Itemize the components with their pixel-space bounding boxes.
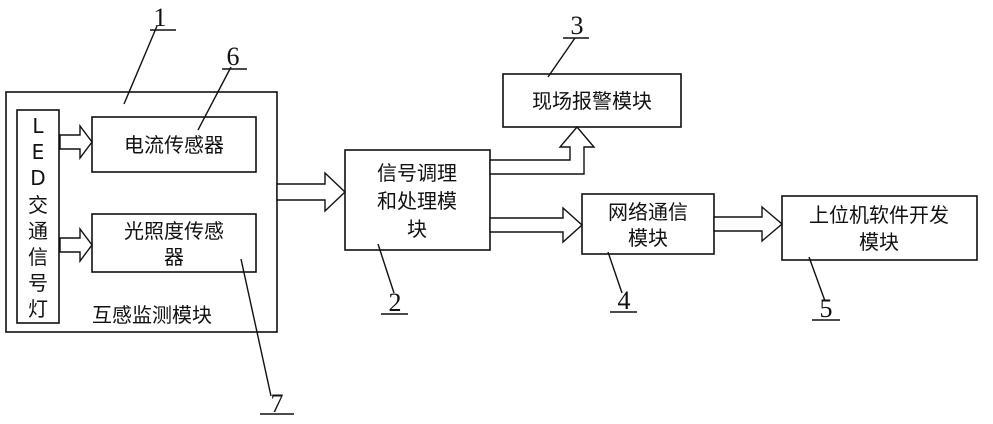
led-traffic-light-box bbox=[16, 109, 60, 324]
led-char-4: 通 bbox=[28, 219, 48, 243]
led-to-current-arrow bbox=[59, 123, 93, 161]
led-to-light-arrow bbox=[59, 226, 93, 264]
callout-2: 2 bbox=[377, 243, 408, 317]
signal-processing-label-line3: 块 bbox=[407, 217, 427, 241]
light-sensor-box bbox=[91, 213, 257, 273]
light-sensor-label-line2: 器 bbox=[164, 245, 184, 269]
network-to-upper-arrow bbox=[713, 205, 784, 243]
callout-number-1: 1 bbox=[154, 3, 167, 32]
callout-7: 7 bbox=[240, 258, 294, 418]
callout-6: 6 bbox=[197, 42, 247, 131]
led-char-0: L bbox=[32, 114, 44, 138]
led-char-2: D bbox=[30, 166, 45, 190]
current-sensor-label: 电流传感器 bbox=[124, 133, 224, 157]
network-module-label-line1: 网络通信 bbox=[608, 200, 688, 224]
led-char-6: 号 bbox=[28, 271, 48, 295]
led-char-7: 灯 bbox=[28, 297, 48, 321]
signal-processing-label-line1: 信号调理 bbox=[377, 161, 457, 185]
callout-number-4: 4 bbox=[618, 286, 631, 315]
callout-5: 5 bbox=[808, 256, 840, 323]
signal-to-network-arrow bbox=[489, 206, 584, 244]
light-sensor-label-line1: 光照度传感 bbox=[124, 219, 224, 243]
network-module-label-line2: 模块 bbox=[628, 226, 668, 250]
monitor-to-signal-arrow bbox=[276, 171, 347, 213]
callout-number-2: 2 bbox=[389, 288, 402, 317]
callout-number-5: 5 bbox=[820, 294, 833, 323]
signal-to-alarm-arrow bbox=[489, 125, 596, 175]
callout-number-6: 6 bbox=[227, 42, 240, 71]
callout-number-3: 3 bbox=[571, 11, 584, 40]
upper-computer-box bbox=[781, 195, 978, 261]
led-char-3: 交 bbox=[28, 193, 48, 217]
alarm-module-label: 现场报警模块 bbox=[532, 89, 652, 113]
callout-3: 3 bbox=[547, 11, 589, 78]
mutual-monitor-module-label: 互感监测模块 bbox=[92, 303, 212, 327]
current-sensor-box bbox=[91, 116, 257, 173]
signal-processing-box bbox=[344, 149, 491, 251]
upper-computer-label-line2: 模块 bbox=[859, 230, 899, 254]
signal-processing-label-line2: 和处理模 bbox=[377, 189, 457, 213]
callout-number-7: 7 bbox=[271, 389, 284, 418]
callout-1: 1 bbox=[123, 3, 176, 105]
callout-4: 4 bbox=[607, 251, 637, 315]
upper-computer-label-line1: 上位机软件开发 bbox=[809, 203, 949, 227]
alarm-module-box bbox=[502, 73, 682, 128]
led-char-1: E bbox=[32, 140, 45, 164]
led-char-5: 信 bbox=[28, 245, 48, 269]
